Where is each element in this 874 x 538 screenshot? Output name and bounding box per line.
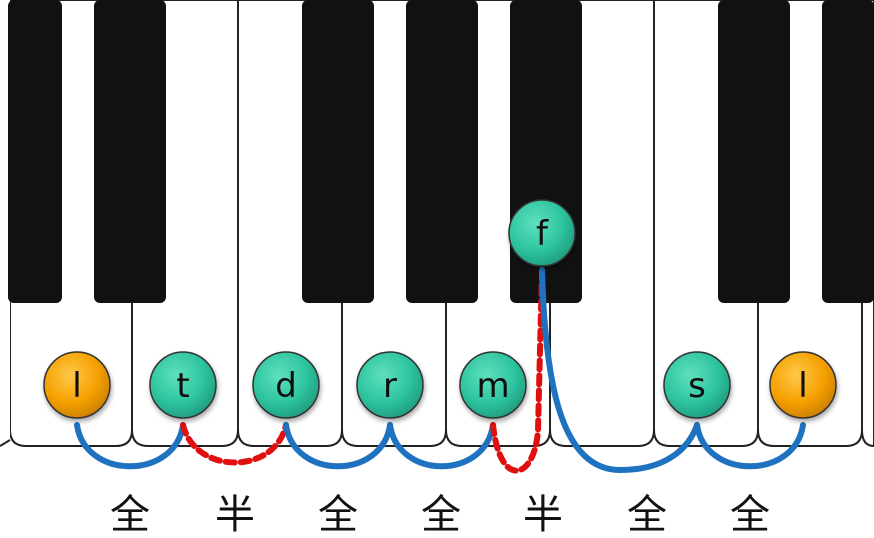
black-key [8,0,62,303]
note-la-high: l [769,351,837,419]
step-labels: 全 半 全 全 半 全 全 [110,492,770,538]
note-ti: t [149,351,217,419]
step-label: 全 [730,492,770,538]
step-label: 全 [318,492,358,538]
black-key [718,0,790,303]
note-circles: l t d r m f s l [43,199,837,419]
white-key [0,0,10,446]
note-label: f [536,214,549,254]
whole-step-arc [539,267,700,474]
step-label: 全 [627,492,667,538]
note-label: l [798,366,807,406]
note-re: r [356,351,424,419]
black-key [406,0,478,303]
note-label: l [72,366,81,406]
whole-step-arc [694,422,806,470]
note-label: r [383,366,397,406]
whole-step-arc [74,422,186,470]
step-label: 全 [110,492,150,538]
black-keys [8,0,874,303]
step-label: 半 [523,492,563,538]
note-label: m [476,366,509,406]
step-arcs [74,267,806,474]
note-label: s [688,366,706,406]
step-label: 半 [215,492,255,538]
note-label: d [275,366,297,406]
black-key [822,0,874,303]
whole-step-arc [387,422,496,470]
step-label: 全 [421,492,461,538]
black-key [302,0,374,303]
half-step-arc [490,267,545,474]
note-label: t [176,366,189,406]
note-do: d [252,351,320,419]
whole-step-arc [283,422,393,470]
note-sol: s [663,351,731,419]
black-key [94,0,166,303]
note-la-low: l [43,351,111,419]
note-fa: f [508,199,576,267]
half-step-arc [180,422,289,466]
note-mi: m [459,351,527,419]
